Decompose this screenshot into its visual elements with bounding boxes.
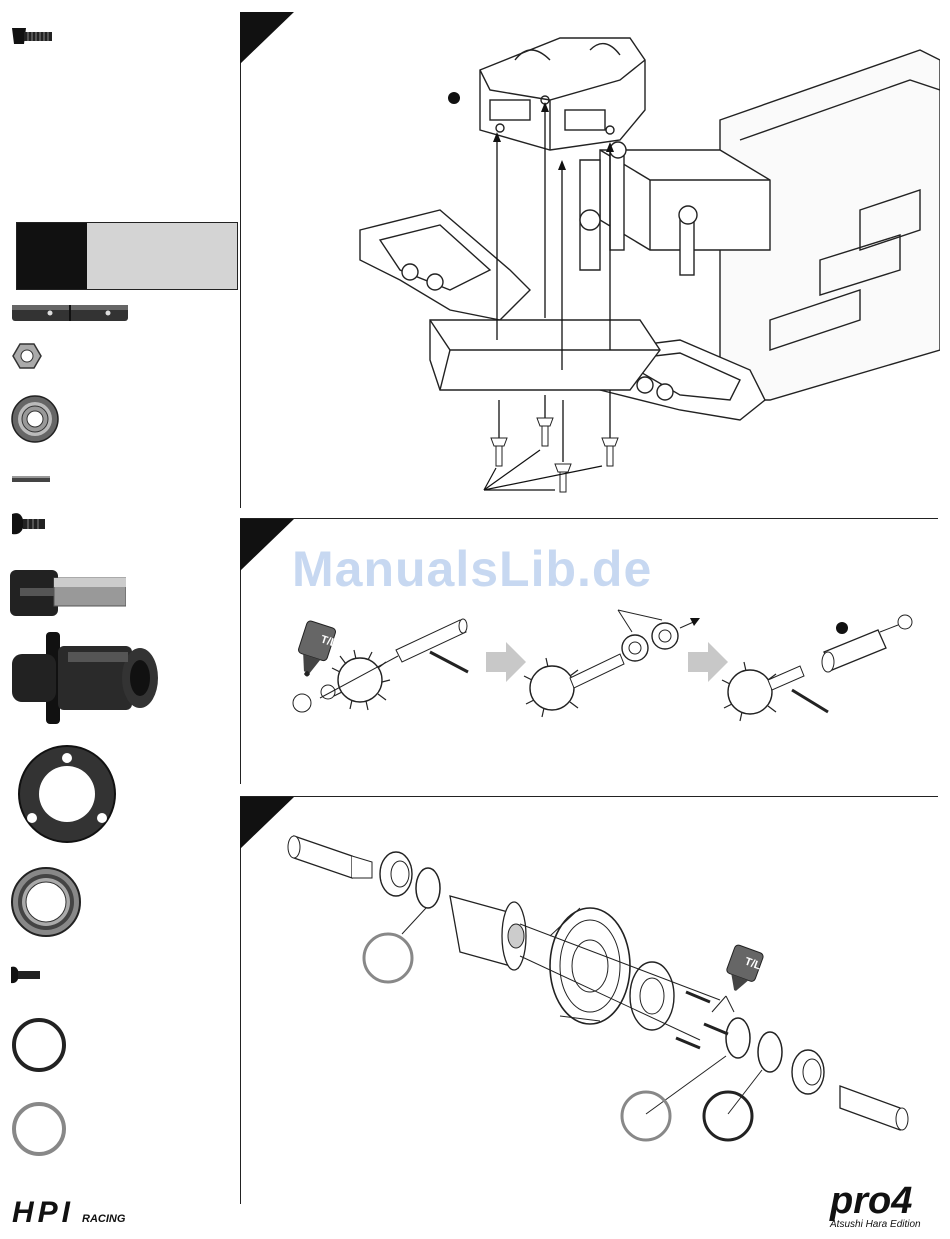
badge-light-block [87, 223, 237, 289]
step3-diff-diagram: T/L [280, 816, 940, 1146]
differential-outdrive-icon [10, 568, 126, 618]
divider-vertical-1 [240, 12, 241, 508]
pro4-logo: pro4 [830, 1180, 912, 1223]
divider-horizontal-1 [240, 518, 938, 519]
badge-dark-block [17, 223, 87, 289]
step1-chassis-diagram [300, 20, 940, 510]
step2-pinion-diagram: T/L [280, 600, 930, 730]
parts-column: HPI RACING [0, 0, 240, 1239]
divider-horizontal-2 [240, 796, 938, 797]
hpi-logo: HPI [12, 1196, 74, 1230]
button-head-screw-icon [10, 512, 46, 536]
step-corner-1 [240, 12, 294, 64]
hpi-logo-sub: RACING [82, 1213, 125, 1225]
step-badge [16, 222, 238, 290]
ball-bearing-icon [10, 394, 60, 444]
small-screw-icon [10, 966, 42, 984]
flat-head-screw-icon [10, 24, 54, 50]
o-ring-light-icon [10, 1100, 68, 1158]
differential-housing-icon [8, 632, 158, 724]
watermark: ManualsLib.de [292, 540, 652, 598]
pin-icon [12, 474, 52, 484]
nut-icon [12, 342, 42, 370]
large-bearing-icon [10, 866, 82, 938]
o-ring-dark-icon [10, 1016, 68, 1074]
step-corner-2 [240, 519, 294, 571]
pro4-logo-sub: Atsushi Hara Edition [830, 1219, 921, 1230]
divider-vertical-3 [240, 796, 241, 1204]
drive-shaft-icon [12, 302, 128, 324]
differential-plate-icon [10, 744, 124, 844]
step1-screws [491, 418, 618, 492]
